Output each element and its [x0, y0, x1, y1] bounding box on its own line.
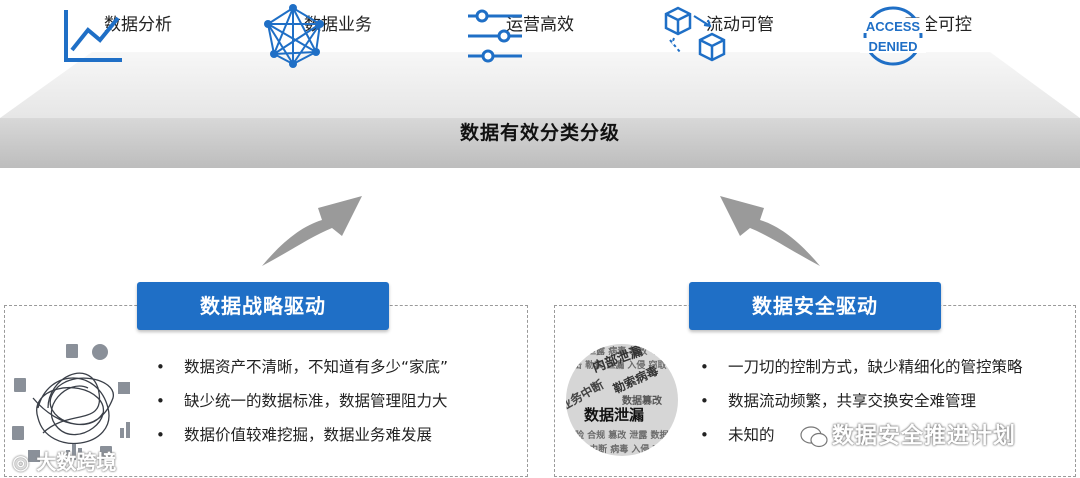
- bullet: •: [156, 426, 165, 444]
- watermark-left: ◎ 大数跨境: [12, 446, 116, 475]
- category-label: 数据业务: [304, 15, 372, 35]
- category-operation-efficiency: 运营高效: [460, 4, 620, 63]
- sliders-icon: [468, 9, 522, 63]
- left-up-arrow: [262, 196, 362, 266]
- bullet: •: [700, 358, 709, 376]
- category-data-business: 数据业务: [258, 4, 418, 68]
- svg-text:业务 中断 病毒 入侵 攻击: 业务 中断 病毒 入侵 攻击: [568, 443, 671, 455]
- list-item-text: 缺少统一的数据标准，数据管理阻力大: [184, 392, 448, 410]
- network-icon: [264, 4, 324, 68]
- list-item-text: 数据资产不清晰，不知道有多少“家底”: [184, 358, 449, 376]
- bullet: •: [700, 426, 709, 444]
- list-item: • 未知的: [700, 418, 1023, 452]
- platform-label: 数据有效分类分级: [459, 122, 620, 144]
- bullet: •: [156, 392, 165, 410]
- cubes-flow-icon: [664, 6, 726, 62]
- svg-text:攻击 勒索 泄漏 入侵 窃取: 攻击 勒索 泄漏 入侵 窃取: [564, 359, 668, 371]
- watermark-logo-icon: ◎: [12, 450, 30, 474]
- list-item: • 数据资产不清晰，不知道有多少“家底”: [156, 350, 448, 384]
- list-item: • 数据流动频繁，共享交换安全难管理: [700, 384, 1023, 418]
- watermark-right: 数据安全推进计划: [800, 418, 1016, 450]
- list-item: • 缺少统一的数据标准，数据管理阻力大: [156, 384, 448, 418]
- category-security-controllable: ACCESS DENIED 安全可控: [858, 4, 1018, 66]
- security-issues-list: • 一刀切的控制方式，缺少精细化的管控策略 • 数据流动频繁，共享交换安全难管理 •…: [700, 350, 1023, 452]
- list-item: • 数据价值较难挖掘，数据业务难发展: [156, 418, 448, 452]
- word-cloud-term: 数据篡改: [622, 394, 663, 407]
- security-driven-title: 数据安全驱动: [689, 282, 941, 330]
- platform-shape: [0, 52, 1080, 168]
- list-item: • 一刀切的控制方式，缺少精细化的管控策略: [700, 350, 1023, 384]
- denied-text: DENIED: [868, 39, 917, 54]
- category-data-analysis: 数据分析: [58, 4, 218, 62]
- strategy-driven-panel: [4, 305, 528, 477]
- access-text: ACCESS: [866, 19, 921, 34]
- right-up-arrow: [720, 196, 820, 266]
- list-item-text: 未知的: [728, 426, 775, 444]
- line-chart-icon: [64, 10, 122, 62]
- category-label: 流动可管: [706, 15, 774, 35]
- list-item-text: 数据流动频繁，共享交换安全难管理: [728, 392, 977, 410]
- list-item-text: 数据价值较难挖掘，数据业务难发展: [184, 426, 433, 444]
- list-item-text: 一刀切的控制方式，缺少精细化的管控策略: [728, 358, 1023, 376]
- category-label: 数据分析: [104, 15, 172, 35]
- strategy-driven-title: 数据战略驱动: [137, 282, 389, 330]
- watermark-right-text: 数据安全推进计划: [832, 424, 1017, 449]
- threat-word-cloud: 数据 泄露 病毒 篡改 中断 攻击 勒索 泄漏 入侵 窃取 风险 合规 篡改 泄…: [564, 344, 678, 456]
- tangled-data-icon: [12, 344, 130, 462]
- word-cloud-term: 数据泄漏: [584, 406, 644, 424]
- bullet: •: [156, 358, 165, 376]
- bullet: •: [700, 392, 709, 410]
- strategy-issues-list: • 数据资产不清晰，不知道有多少“家底” • 缺少统一的数据标准，数据管理阻力大 •…: [156, 350, 448, 452]
- watermark-left-text: 大数跨境: [36, 450, 117, 474]
- access-denied-icon: ACCESS DENIED: [860, 6, 926, 66]
- category-flow-manageable: 流动可管: [660, 4, 820, 62]
- svg-text:风险 合规 篡改 泄露 数据: 风险 合规 篡改 泄露 数据: [566, 429, 669, 441]
- category-label: 运营高效: [506, 15, 574, 35]
- classification-platform: 数据分析 数据业务 运营高效: [0, 0, 1080, 170]
- wechat-icon: [800, 426, 828, 448]
